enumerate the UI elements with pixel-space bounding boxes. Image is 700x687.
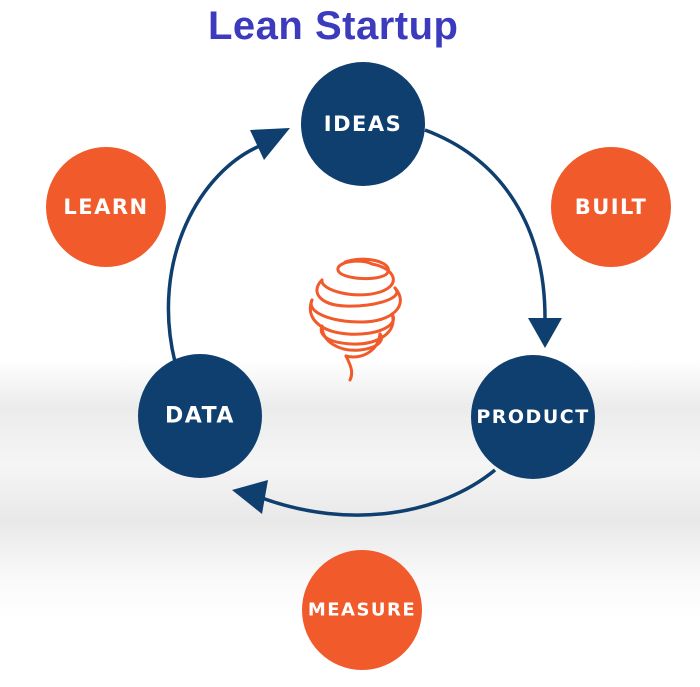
node-data: DATA — [138, 354, 262, 478]
node-data-label: DATA — [165, 404, 235, 429]
arrow-ideas-to-product — [424, 128, 547, 319]
arrowhead-to-data — [232, 480, 268, 514]
node-ideas: IDEAS — [301, 62, 425, 186]
tornado-spiral-icon — [308, 257, 402, 382]
node-built-label: BUILT — [575, 195, 648, 219]
node-learn-label: LEARN — [63, 195, 148, 219]
node-built: BUILT — [551, 147, 671, 267]
node-measure: MEASURE — [302, 550, 422, 670]
node-learn: LEARN — [46, 147, 166, 267]
node-ideas-label: IDEAS — [324, 112, 402, 136]
arrowhead-to-ideas — [250, 128, 290, 160]
node-product-label: PRODUCT — [476, 406, 589, 428]
arrow-data-to-ideas — [166, 143, 263, 363]
arrowhead-to-product — [528, 318, 562, 348]
diagram-title: Lean Startup — [208, 4, 459, 48]
arrow-product-to-data — [261, 468, 497, 517]
node-product: PRODUCT — [471, 355, 595, 479]
node-measure-label: MEASURE — [308, 600, 416, 621]
